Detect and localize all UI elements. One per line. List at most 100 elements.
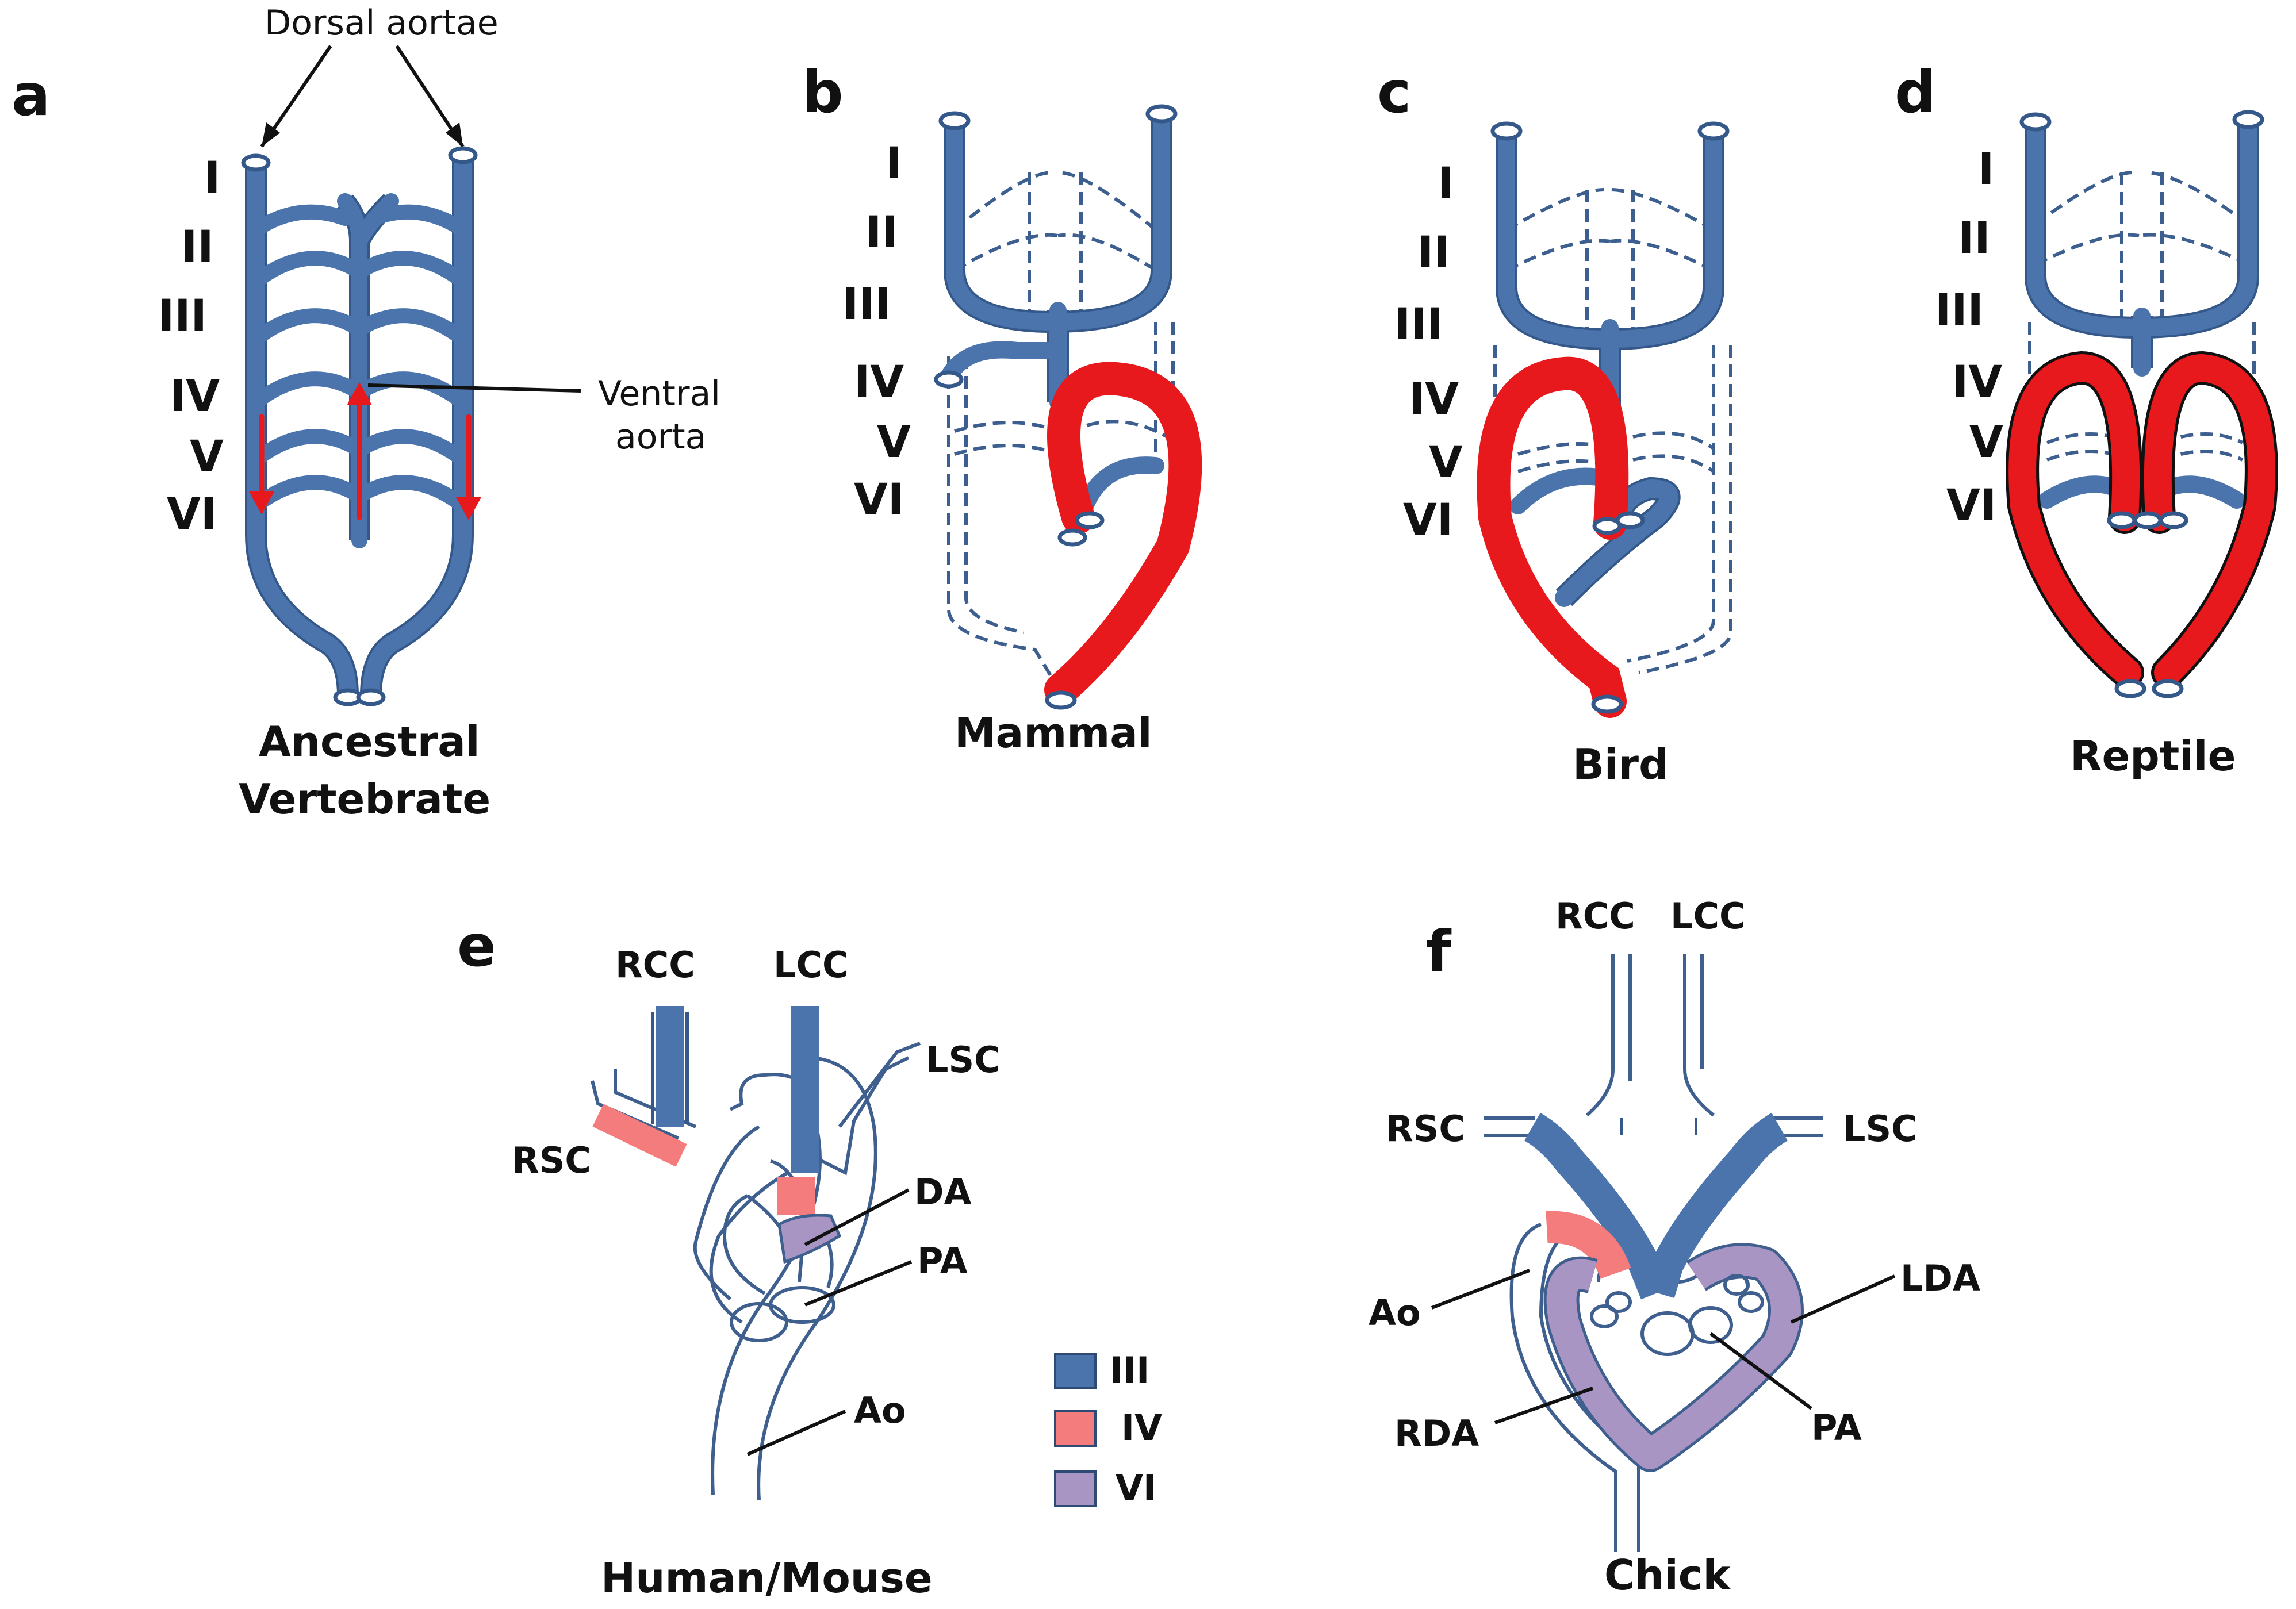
panel-b: b I II III IV V VI Ma <box>802 59 1202 757</box>
vessel-opening <box>2019 112 2052 132</box>
numeral-vi: VI <box>854 474 904 525</box>
panel-letter-d: d <box>1895 59 1936 126</box>
label-lcc: LCC <box>773 944 849 986</box>
vessel-opening <box>1145 104 1178 124</box>
numeral-ii: II <box>1417 226 1450 278</box>
vessel-opening <box>241 153 271 172</box>
chick-labels: RCC LCC RSC LSC Ao LDA RDA PA <box>1369 895 1980 1454</box>
bird-aortic-arch-red <box>1479 359 1626 715</box>
numeral-iv: IV <box>1952 356 2002 407</box>
numeral-v: V <box>1429 436 1463 487</box>
panel-f: f RCC LCC RSC LSC Ao LDA RDA <box>1369 895 1980 1599</box>
numeral-v: V <box>1969 416 2003 467</box>
human-vessel-outlines <box>591 1042 921 1501</box>
vessel-opening <box>1615 511 1645 529</box>
numeral-iii: III <box>1935 284 1984 335</box>
vessel-opening <box>1591 694 1623 714</box>
panel-letter-f: f <box>1426 918 1452 985</box>
da-pointer <box>804 1188 910 1246</box>
legend: III IV VI <box>1054 1349 1162 1509</box>
chick-orifices <box>1590 1274 1764 1356</box>
caption-c: Bird <box>1573 740 1669 789</box>
vessel-opening <box>2133 511 2163 529</box>
numeral-ii: II <box>1958 212 1991 263</box>
chick-right-arch-iv-pink <box>1546 1211 1631 1280</box>
legend-swatch-iii <box>1054 1353 1097 1389</box>
label-rcc: RCC <box>1555 895 1635 937</box>
numeral-vi: VI <box>1403 494 1453 545</box>
numeral-i: I <box>204 152 220 203</box>
legend-label-iv: IV <box>1121 1407 1162 1449</box>
ductus-segment-pink <box>777 1177 815 1215</box>
numeral-i: I <box>1438 158 1454 209</box>
vessel-opening <box>1057 528 1087 547</box>
ventral-aorta-pointer <box>367 383 581 393</box>
label-pa: PA <box>917 1240 968 1282</box>
reptile-vessels-blue <box>2019 110 2264 509</box>
panel-d: d I II III IV V VI Reptile <box>1895 59 2278 780</box>
vessel-opening <box>1045 690 1077 710</box>
label-lsc: LSC <box>926 1039 1001 1081</box>
label-lda: LDA <box>1900 1257 1980 1299</box>
numeral-v: V <box>190 431 224 482</box>
numeral-vi: VI <box>1946 479 1996 531</box>
vessel-opening <box>2159 511 2188 529</box>
label-pa: PA <box>1811 1407 1862 1449</box>
vessel-opening <box>2152 679 2184 698</box>
legend-label-iii: III <box>1110 1349 1149 1391</box>
label-rda: RDA <box>1394 1412 1479 1454</box>
ventral-aorta-label-2: aorta <box>615 417 706 457</box>
vessel-opening <box>2107 511 2137 529</box>
label-lcc: LCC <box>1670 895 1746 937</box>
human-labels: RCC LCC LSC RSC DA PA Ao <box>512 944 1001 1431</box>
vessel-opening <box>938 111 971 130</box>
numeral-vi: VI <box>167 488 217 539</box>
label-ao: Ao <box>1369 1292 1421 1334</box>
chick-orifice <box>1640 1311 1695 1356</box>
pa-pointer <box>1709 1332 1812 1410</box>
numeral-ii: II <box>181 221 214 272</box>
lda-pointer <box>1790 1274 1896 1324</box>
vessel-opening <box>2114 679 2146 698</box>
reptile-dashed-regressed <box>2028 171 2256 462</box>
chick-arch-iii-blue <box>1524 1112 1788 1300</box>
rda-pointer <box>1494 1387 1593 1424</box>
dorsal-aortae-label: Dorsal aortae <box>265 3 499 43</box>
arrowhead-icon <box>347 382 372 405</box>
flow-arrows <box>249 382 481 520</box>
numeral-iii: III <box>1394 298 1443 350</box>
numeral-iii: III <box>842 278 891 329</box>
arch-numerals-b: I II III IV V VI <box>842 137 911 525</box>
ductus-arteriosus-purple <box>777 1214 842 1264</box>
human-ao-orifice <box>769 1286 835 1324</box>
numeral-iv: IV <box>854 356 904 407</box>
ao-pointer <box>1431 1269 1531 1310</box>
label-lsc: LSC <box>1843 1108 1918 1150</box>
arrowhead-icon <box>446 122 463 147</box>
arch-numerals-d: I II III IV V VI <box>1935 143 2003 531</box>
panel-letter-a: a <box>12 62 50 129</box>
chick-orifice <box>1688 1306 1733 1344</box>
chick-orifice <box>1738 1291 1764 1313</box>
legend-swatch-vi <box>1054 1470 1097 1507</box>
panel-a: a Dorsal aortae I II III IV V VI <box>12 3 720 823</box>
vessel-opening <box>356 688 386 706</box>
human-pa-orifice <box>730 1302 788 1342</box>
numeral-ii: II <box>865 206 898 258</box>
ancestral-vessels <box>241 146 478 706</box>
arrowhead-icon <box>262 122 280 147</box>
panel-letter-c: c <box>1377 59 1411 126</box>
label-ao: Ao <box>854 1389 906 1431</box>
label-rsc: RSC <box>1386 1108 1465 1150</box>
paired-arches <box>248 204 470 513</box>
caption-f: Chick <box>1604 1551 1731 1599</box>
numeral-i: I <box>886 137 902 189</box>
caption-a-2: Vertebrate <box>239 775 490 823</box>
label-da: DA <box>914 1171 971 1213</box>
numeral-iv: IV <box>1409 373 1459 424</box>
arrowhead-icon <box>456 497 481 520</box>
vessel-opening <box>1490 121 1523 141</box>
legend-label-vi: VI <box>1116 1467 1156 1509</box>
label-rcc: RCC <box>615 944 695 986</box>
